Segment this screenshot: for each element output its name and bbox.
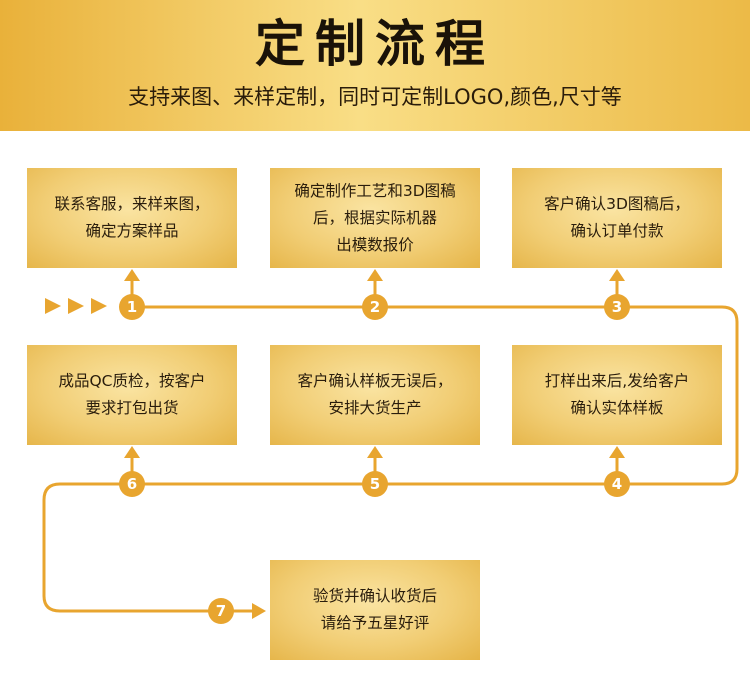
step-1-line-2: 确定方案样品 <box>85 222 179 240</box>
arrow-head-1 <box>124 269 140 281</box>
step-text-5: 客户确认样板无误后， 安排大货生产 <box>297 368 452 422</box>
step-5-line-1: 客户确认样板无误后， <box>297 372 453 390</box>
step-text-3: 客户确认3D图稿后， 确认订单付款 <box>544 191 690 245</box>
arrow-head-6 <box>124 446 140 458</box>
step-text-1: 联系客服，来样来图， 确定方案样品 <box>54 191 209 245</box>
step-box-4: 打样出来后,发给客户 确认实体样板 <box>512 345 722 445</box>
start-triangle-1 <box>45 298 61 314</box>
start-triangle-2 <box>68 298 84 314</box>
step-4-line-1: 打样出来后,发给客户 <box>544 372 690 390</box>
step-box-5: 客户确认样板无误后， 安排大货生产 <box>270 345 480 445</box>
step-number-6: 6 <box>119 471 145 497</box>
step-number-7: 7 <box>208 598 234 624</box>
step-2-line-1: 确定制作工艺和3D图稿 <box>294 181 456 200</box>
header-banner: 定制流程 支持来图、来样定制，同时可定制LOGO,颜色,尺寸等 <box>0 0 750 131</box>
arrow-head-2 <box>367 269 383 281</box>
step-number-4: 4 <box>604 471 630 497</box>
step-number-5: 5 <box>362 471 388 497</box>
step-box-2: 确定制作工艺和3D图稿 后，根据实际机器 出模数报价 <box>270 168 480 268</box>
step-box-1: 联系客服，来样来图， 确定方案样品 <box>27 168 237 268</box>
step-2-line-3: 出模数报价 <box>336 235 414 254</box>
step-number-3: 3 <box>604 294 630 320</box>
start-triangle-3 <box>91 298 107 314</box>
step-6-line-1: 成品QC质检，按客户 <box>58 372 206 390</box>
step-6-line-2: 要求打包出货 <box>85 399 179 417</box>
page-title: 定制流程 <box>255 15 495 73</box>
step-text-7: 验货并确认收货后 请给予五星好评 <box>313 583 437 637</box>
step-7-line-2: 请给予五星好评 <box>320 614 430 632</box>
arrow-head-4 <box>609 446 625 458</box>
step-box-7: 验货并确认收货后 请给予五星好评 <box>270 560 480 660</box>
step-box-6: 成品QC质检，按客户 要求打包出货 <box>27 345 237 445</box>
step-box-3: 客户确认3D图稿后， 确认订单付款 <box>512 168 722 268</box>
step-1-line-1: 联系客服，来样来图， <box>54 195 210 213</box>
step-number-2: 2 <box>362 294 388 320</box>
page-subtitle: 支持来图、来样定制，同时可定制LOGO,颜色,尺寸等 <box>128 85 622 109</box>
step-2-line-2: 后，根据实际机器 <box>312 208 437 227</box>
step-text-2: 确定制作工艺和3D图稿 后，根据实际机器 出模数报价 <box>294 178 455 259</box>
step-3-line-2: 确认订单付款 <box>570 222 664 240</box>
step-text-6: 成品QC质检，按客户 要求打包出货 <box>58 368 205 422</box>
step-number-1: 1 <box>119 294 145 320</box>
step-text-4: 打样出来后,发给客户 确认实体样板 <box>545 368 689 422</box>
arrow-head-5 <box>367 446 383 458</box>
arrow-head-3 <box>609 269 625 281</box>
arrow-head-7 <box>252 603 266 619</box>
step-4-line-2: 确认实体样板 <box>570 399 664 417</box>
step-3-line-1: 客户确认3D图稿后， <box>544 195 690 213</box>
flow-line-row1 <box>42 305 739 613</box>
step-7-line-1: 验货并确认收货后 <box>312 587 437 605</box>
step-5-line-2: 安排大货生产 <box>328 399 422 417</box>
